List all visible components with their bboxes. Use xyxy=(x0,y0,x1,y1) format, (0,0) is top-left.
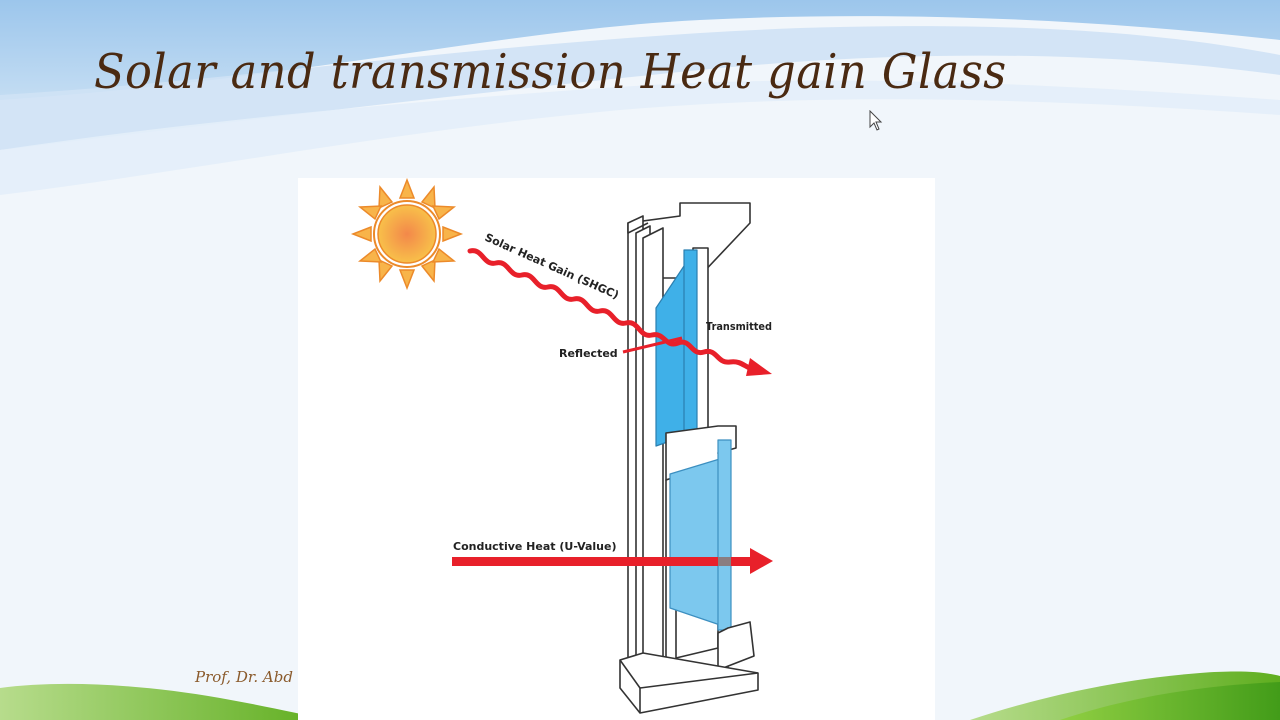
solar-heat-gain-arrow xyxy=(467,248,761,373)
reflected-label: Reflected xyxy=(559,347,618,360)
conductive-heat-label: Conductive Heat (U-Value) xyxy=(453,540,617,553)
slide-title: Solar and transmission Heat gain Glass xyxy=(94,44,1007,100)
sun-icon xyxy=(350,178,464,291)
transmitted-arrowhead xyxy=(746,358,772,376)
transmitted-label: Transmitted xyxy=(706,320,772,333)
window-cross-section-icon xyxy=(619,202,759,714)
footer-author: Prof, Dr. Abd xyxy=(195,668,293,686)
mouse-pointer-icon xyxy=(869,110,883,131)
diagram-figure: Solar Heat Gain (SHGC) Transmitted Refle… xyxy=(298,178,935,720)
reflected-arrow xyxy=(622,336,683,354)
conductive-heat-arrow xyxy=(452,557,752,566)
